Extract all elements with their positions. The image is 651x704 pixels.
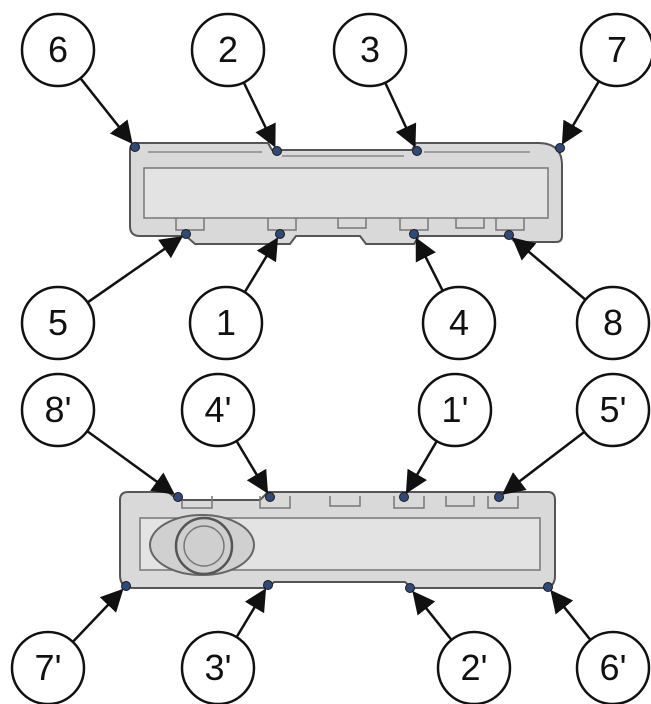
callout-upper-3: 3 (332, 12, 422, 156)
callout-circle-lower-1-prime (417, 372, 493, 448)
callout-label-upper-3: 3 (360, 29, 380, 70)
callout-label-upper-4: 4 (449, 302, 469, 343)
callout-lower-6-prime: 6' (543, 582, 651, 704)
leader-arrow-upper-3 (384, 82, 417, 148)
lower-valve-cover (119, 491, 556, 589)
callout-lower-8-prime: 8' (20, 372, 183, 502)
leader-arrow-lower-7-prime (71, 588, 124, 643)
callout-label-lower-8-prime: 8' (45, 389, 72, 430)
bolt-lower-2-prime (405, 583, 415, 593)
bolt-upper-1 (275, 229, 285, 239)
bolt-upper-4 (409, 229, 419, 239)
bolt-upper-5 (181, 229, 191, 239)
callout-label-upper-7: 7 (607, 29, 627, 70)
callout-upper-8: 8 (504, 230, 651, 361)
leader-arrow-lower-3-prime (235, 588, 267, 638)
callout-circle-upper-8 (575, 285, 651, 361)
callout-label-upper-6: 6 (48, 29, 68, 70)
leader-arrow-lower-8-prime (86, 430, 175, 495)
callout-circle-lower-6-prime (575, 630, 651, 704)
callout-circle-upper-2 (190, 12, 266, 88)
bolt-lower-7-prime (121, 581, 131, 591)
callout-circle-upper-4 (421, 285, 497, 361)
callout-lower-3-prime: 3' (180, 580, 273, 704)
callout-label-lower-6-prime: 6' (600, 647, 627, 688)
leader-arrow-upper-1 (243, 237, 279, 293)
callout-label-lower-2-prime: 2' (461, 647, 488, 688)
callout-label-upper-2: 2 (218, 29, 238, 70)
callout-label-upper-1: 1 (216, 302, 236, 343)
leader-arrow-upper-4 (415, 237, 444, 292)
bolt-upper-7 (555, 143, 565, 153)
bolt-upper-3 (412, 146, 422, 156)
callout-label-lower-7-prime: 7' (35, 647, 62, 688)
callout-label-upper-5: 5 (48, 302, 68, 343)
callout-label-upper-8: 8 (603, 302, 623, 343)
callout-circle-lower-4-prime (180, 372, 256, 448)
callout-upper-2: 2 (190, 12, 282, 156)
bolt-lower-5-prime (494, 492, 504, 502)
bolt-upper-6 (130, 142, 140, 152)
leader-arrow-upper-7 (561, 80, 600, 145)
callout-lower-2-prime: 2' (405, 583, 512, 704)
callout-label-lower-4-prime: 4' (205, 389, 232, 430)
callout-circle-lower-2-prime (436, 630, 512, 704)
callout-circle-lower-7-prime (10, 630, 86, 704)
callout-circle-upper-1 (188, 285, 264, 361)
bolt-lower-3-prime (263, 580, 273, 590)
upper-valve-cover (129, 142, 563, 245)
callout-circle-upper-3 (332, 12, 408, 88)
leader-arrow-lower-1-prime (405, 440, 438, 494)
callout-upper-1: 1 (188, 229, 285, 361)
callout-circle-upper-5 (20, 285, 96, 361)
callout-label-lower-5-prime: 5' (600, 389, 627, 430)
callout-label-lower-3-prime: 3' (205, 647, 232, 688)
bolt-lower-4-prime (265, 492, 275, 502)
leader-arrow-upper-8 (511, 237, 587, 301)
lower-cover-top-flange (181, 496, 519, 509)
leader-arrow-upper-6 (79, 77, 133, 145)
bolt-lower-6-prime (543, 582, 553, 592)
callout-circle-upper-6 (20, 12, 96, 88)
oil-filler-cap-ring (183, 525, 225, 567)
callout-circle-lower-8-prime (20, 372, 96, 448)
upper-cover-inner-panel (143, 167, 549, 219)
leader-arrow-upper-2 (242, 81, 276, 148)
leader-arrow-lower-4-prime (235, 440, 269, 494)
bolt-upper-8 (504, 230, 514, 240)
callout-circle-upper-7 (579, 12, 651, 88)
leader-arrow-lower-5-prime (501, 430, 586, 495)
callout-circle-lower-3-prime (180, 630, 256, 704)
bolt-lower-1-prime (399, 492, 409, 502)
leader-arrow-upper-5 (86, 236, 183, 304)
callout-upper-5: 5 (20, 229, 191, 361)
callout-layer: 6 2 3 7 5 1 4 8 8' 4' 1' 5' 7' 3' 2' 6' (10, 12, 651, 704)
upper-cover-top-flange (148, 151, 530, 157)
bolt-upper-2 (272, 146, 282, 156)
callout-upper-7: 7 (555, 12, 651, 153)
callout-upper-4: 4 (409, 229, 497, 361)
leader-arrow-lower-2-prime (412, 590, 453, 641)
callout-circle-lower-5-prime (575, 372, 651, 448)
bolt-lower-8-prime (173, 492, 183, 502)
callout-lower-5-prime: 5' (494, 372, 651, 502)
leader-arrow-lower-6-prime (550, 589, 592, 641)
callout-label-lower-1-prime: 1' (442, 389, 469, 430)
callout-lower-4-prime: 4' (180, 372, 275, 502)
callout-lower-1-prime: 1' (399, 372, 493, 502)
callout-upper-6: 6 (20, 12, 140, 152)
callout-lower-7-prime: 7' (10, 581, 131, 704)
